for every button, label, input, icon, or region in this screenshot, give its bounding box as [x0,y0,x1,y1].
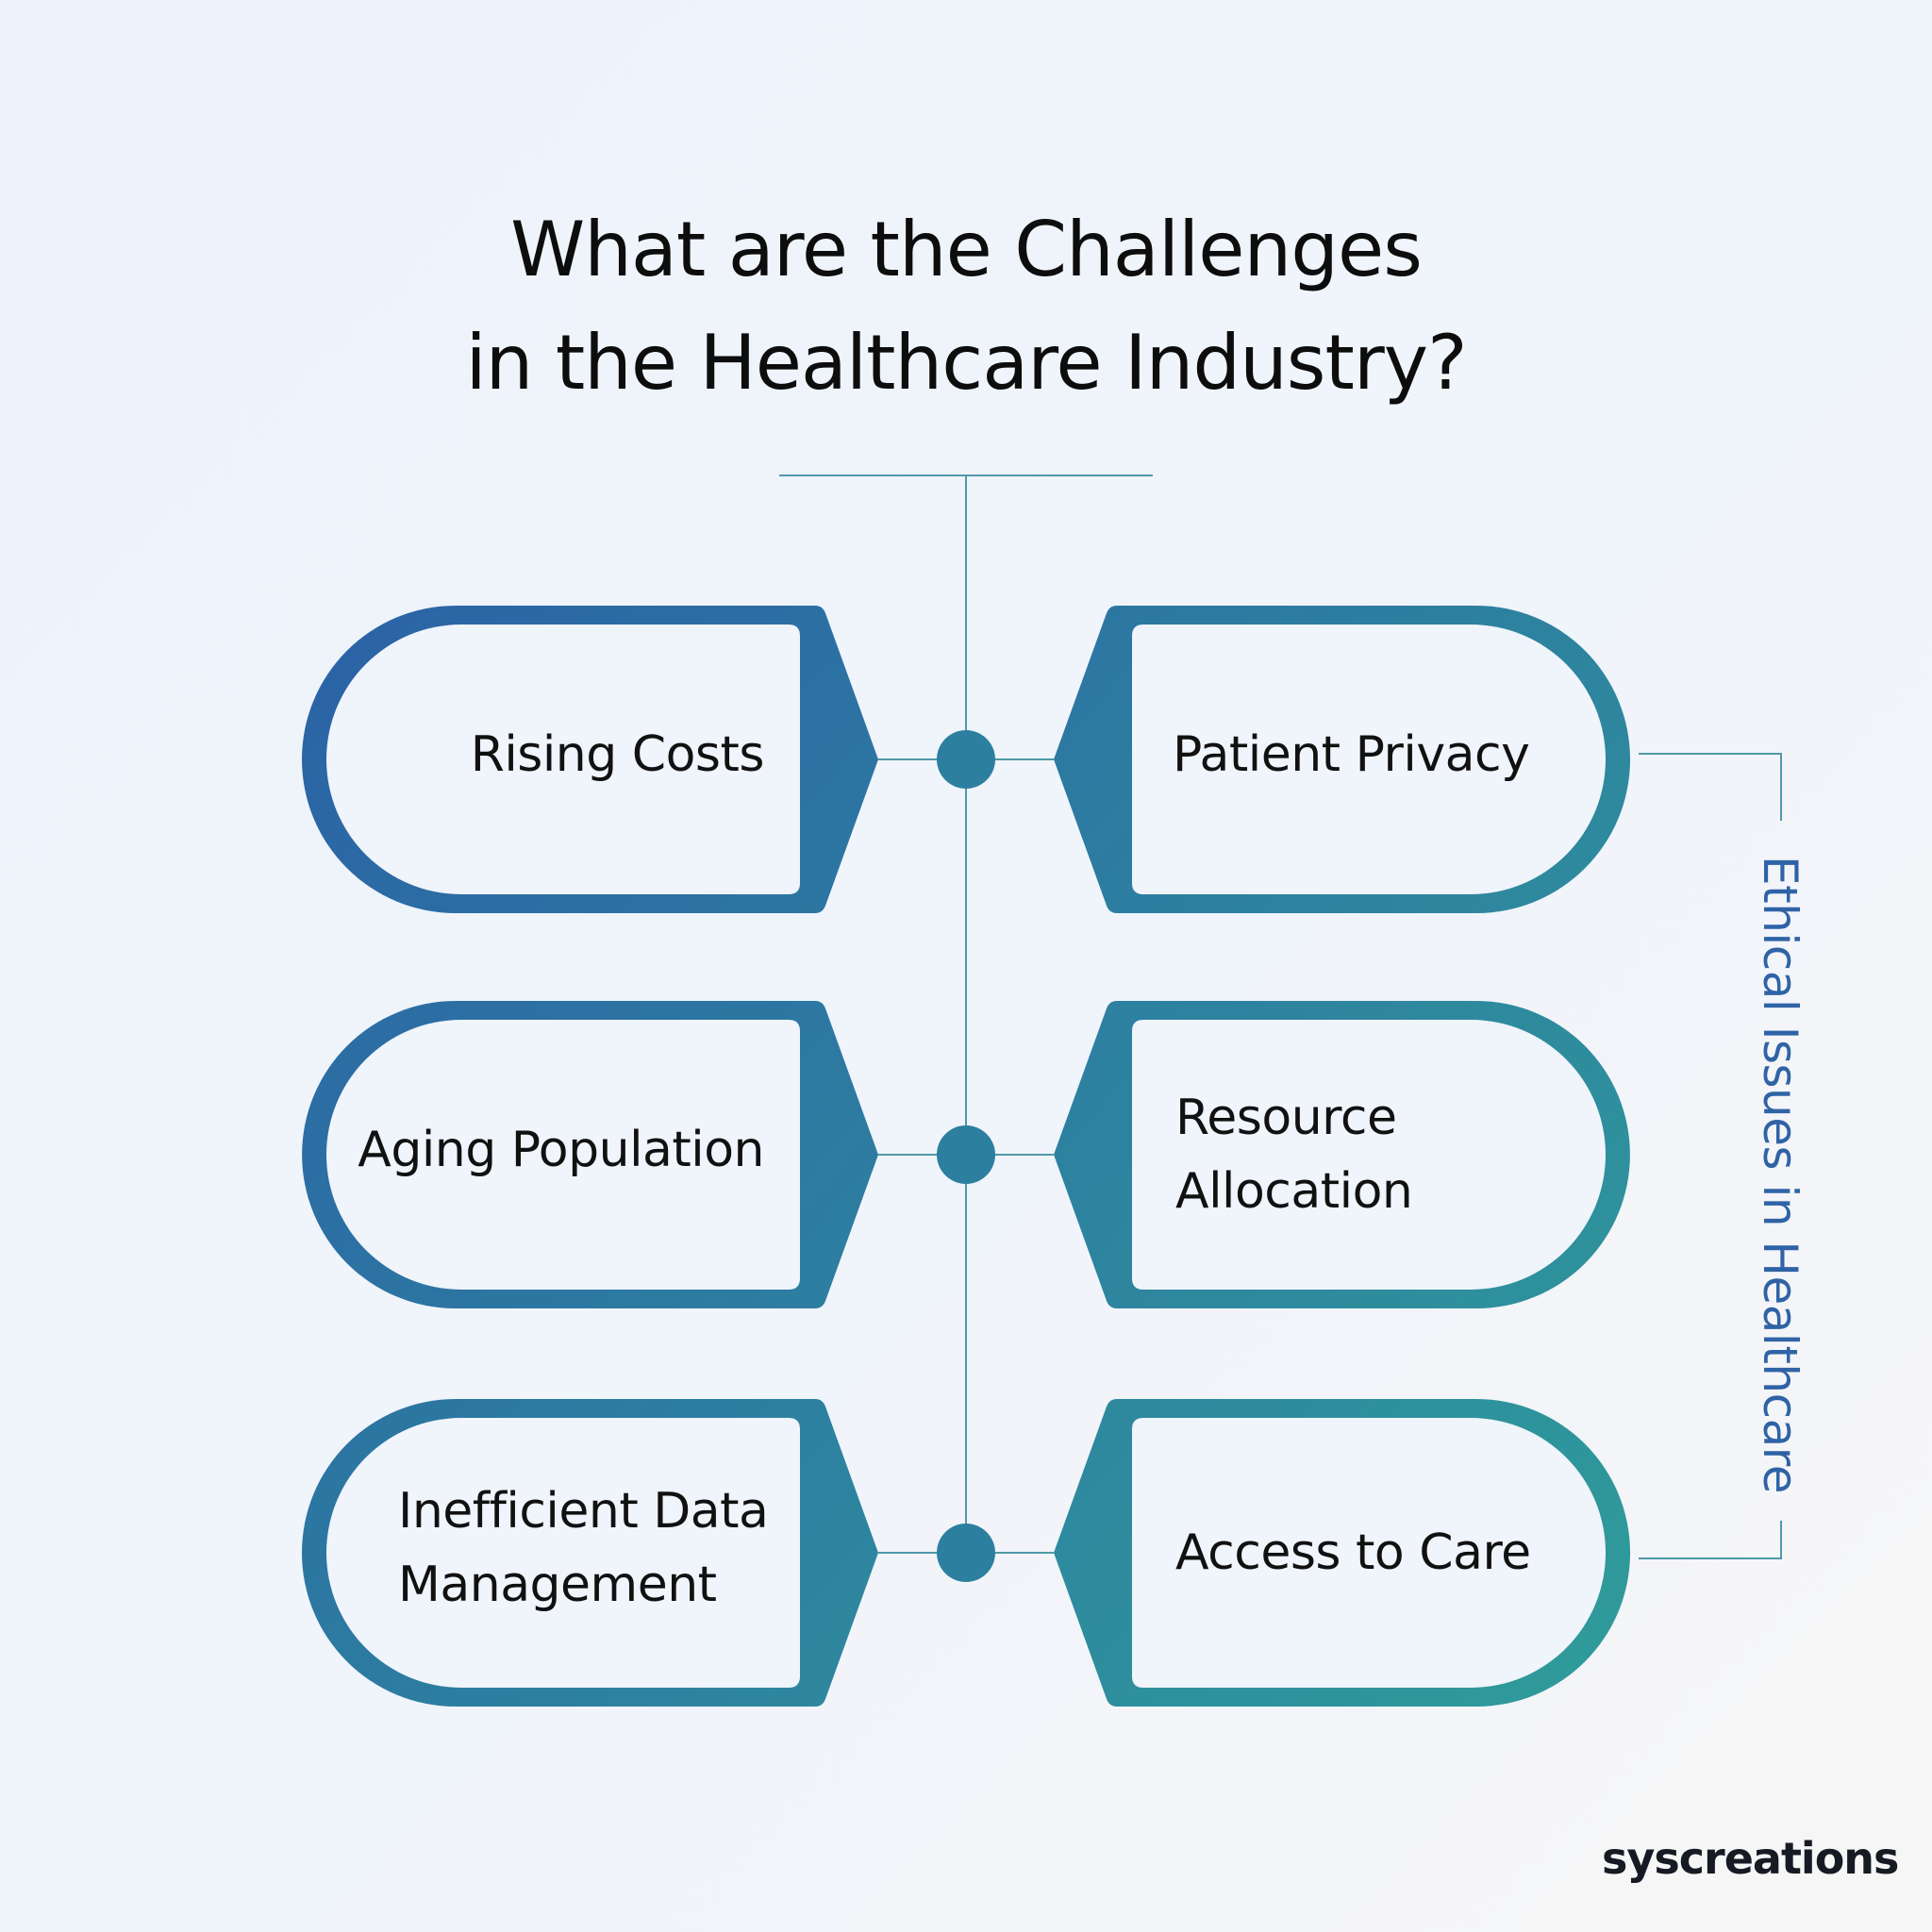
title-line-2: in the Healthcare Industry? [465,319,1467,407]
card-inefficient-data-management: Inefficient Data Management [398,1474,769,1622]
connector-dot-2 [937,1125,995,1184]
card-patient-privacy: Patient Privacy [1173,718,1530,791]
right-card-inner-3 [1132,1418,1606,1688]
left-card-inner-1 [326,625,800,894]
card-resource-allocation: Resource Allocation [1175,1081,1413,1228]
connector-dot-3 [937,1524,995,1582]
page-title: What are the Challenges in the Healthcar… [0,193,1932,420]
bracket-top-line [1639,753,1782,821]
card-label: Access to Care [1175,1524,1531,1581]
card-label-line-2: Management [398,1557,717,1613]
left-card-inner-3 [326,1418,800,1688]
card-rising-costs: Rising Costs [470,718,765,791]
card-label: Patient Privacy [1173,726,1530,783]
card-label-line-1: Resource [1175,1090,1397,1146]
left-card-inner-2 [326,1020,800,1290]
right-card-inner-2 [1132,1020,1606,1290]
connector-dot-1 [937,730,995,789]
cards-group [302,606,1630,1707]
side-label-ethical-issues: Ethical Issues in Healthcare [1753,856,1807,1493]
card-label-line-2: Allocation [1175,1163,1413,1220]
card-label-line-1: Inefficient Data [398,1483,769,1540]
card-label: Aging Population [358,1122,764,1178]
card-aging-population: Aging Population [358,1113,764,1187]
title-line-1: What are the Challenges [510,206,1423,293]
bracket-bottom-line [1639,1521,1782,1559]
card-access-to-care: Access to Care [1175,1516,1531,1590]
right-card-inner-1 [1132,625,1606,894]
brand-logo: syscreations [1602,1833,1899,1884]
connector-dots [937,730,995,1582]
card-label: Rising Costs [470,726,765,783]
